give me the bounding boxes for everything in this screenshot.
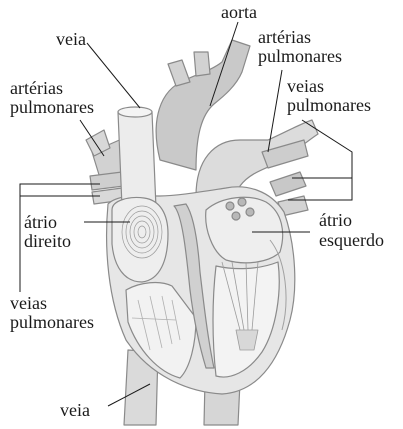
label-arterias-pulmonares-right-1: artérias [258,27,311,47]
left-pulmonary-vein-upper [90,172,124,190]
aortic-arch-branch-2 [194,52,210,76]
label-atrio-direito-2: direito [24,231,71,251]
right-pulmonary-vein-upper [270,172,306,196]
label-veias-pulmonares-left-2: pulmonares [10,312,94,332]
label-veias-pulmonares-left-1: veias [10,293,47,313]
label-aorta: aorta [221,2,257,22]
label-atrio-esquerdo-1: átrio [319,210,352,230]
aortic-arch-branch [168,60,190,86]
label-atrio-direito-1: átrio [24,212,57,232]
label-veias-pulmonares-right-2: pulmonares [287,95,371,115]
label-arterias-pulmonares-right-2: pulmonares [258,46,342,66]
label-veia-bottom: veia [60,400,90,420]
right-atrium [112,198,168,283]
label-veias-pulmonares-right-1: veias [287,76,324,96]
label-atrio-esquerdo-2: esquerdo [319,230,384,250]
left-atrium [206,197,283,262]
label-veia-top: veia [56,29,86,49]
superior-vena-cava-opening [118,107,152,117]
label-arterias-pulmonares-left-1: artérias [10,78,63,98]
label-arterias-pulmonares-left-2: pulmonares [10,97,94,117]
leader-veia-top [87,43,140,108]
